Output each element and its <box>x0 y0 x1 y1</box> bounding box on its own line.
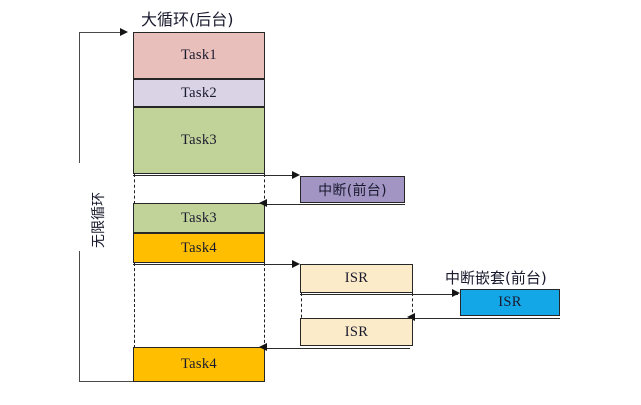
isr-suspend-dash-right <box>412 293 413 323</box>
task-block-task4-resume: Task4 <box>133 347 265 382</box>
main-loop-title: 大循环(后台) <box>141 10 234 29</box>
arrow-return-from-nested-icon <box>407 313 415 321</box>
suspend-dash-left-1 <box>133 174 135 204</box>
arrow-to-isr1-icon <box>292 259 300 268</box>
isr-box-first: ISR <box>300 264 413 293</box>
task-block-task1: Task1 <box>133 32 265 79</box>
arrow-return-to-task4-line <box>264 347 410 349</box>
infinite-loop-label: 无限循环 <box>91 192 107 248</box>
suspend-dash-right-2 <box>264 263 265 348</box>
arrow-return-to-task4-icon <box>259 343 267 351</box>
task-block-task2: Task2 <box>133 79 265 107</box>
loop-bracket-bottom <box>79 381 168 382</box>
suspend-dash-left-2 <box>133 263 135 348</box>
arrow-return-from-nested-line <box>412 317 560 319</box>
nested-isr-box: ISR <box>460 289 560 316</box>
isr-suspend-dash-left <box>300 293 302 323</box>
loop-bracket-top <box>79 32 121 33</box>
arrow-return-from-interrupt-icon <box>259 199 267 207</box>
loop-label-mask <box>72 163 88 251</box>
isr-box-resume: ISR <box>300 318 413 346</box>
task-block-task3-resume: Task3 <box>133 203 265 233</box>
arrow-to-isr1-line <box>133 264 298 265</box>
arrow-to-interrupt-line <box>133 175 298 176</box>
arrow-to-nested-isr-line <box>300 293 458 295</box>
nested-interrupt-title: 中断嵌套(前台) <box>445 269 547 287</box>
arrow-to-nested-isr-icon <box>452 289 460 297</box>
task-block-task3-first: Task3 <box>133 107 265 174</box>
loop-arrow-icon <box>120 27 128 36</box>
arrow-to-interrupt-icon <box>292 170 300 179</box>
suspend-dash-right-1 <box>264 174 265 204</box>
arrow-return-from-interrupt-line <box>264 203 405 205</box>
task-block-task4-first: Task4 <box>133 233 265 263</box>
bottom-caption <box>225 399 485 405</box>
interrupt-box-foreground: 中断(前台) <box>300 176 405 203</box>
